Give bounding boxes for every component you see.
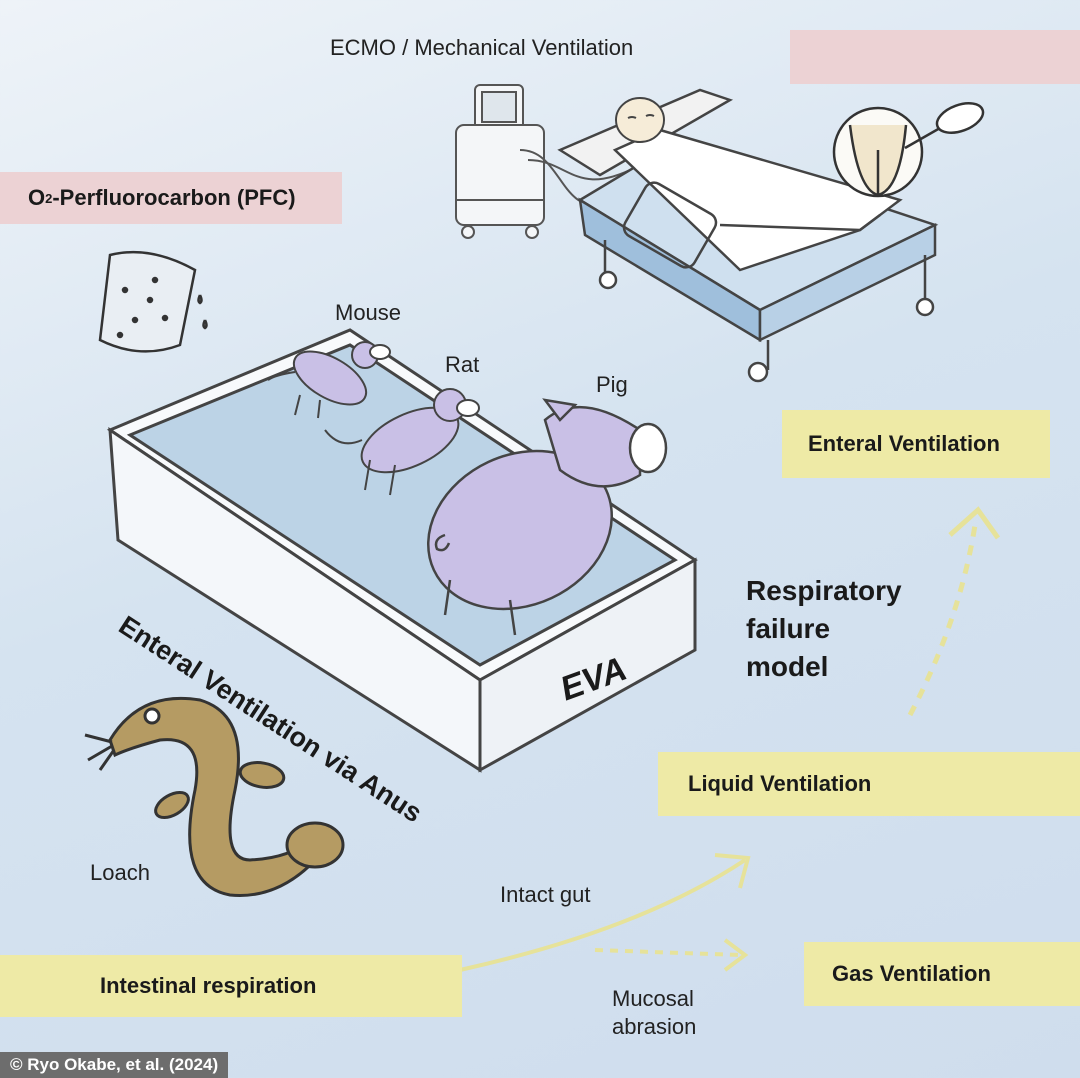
pfc-subscript: 2 (45, 190, 53, 206)
mucosal-line-2: abrasion (612, 1014, 697, 1039)
mouse-label: Mouse (335, 300, 402, 325)
redacted-label (790, 30, 1080, 84)
respiratory-failure-line-3: model (746, 651, 829, 682)
arrow-mucosal-abrasion (594, 938, 749, 972)
credit-label: © Ryo Okabe, et al. (2024) (0, 1052, 229, 1078)
rat-label: Rat (445, 352, 480, 377)
arrow-to-enteral-ventilation (907, 506, 1001, 717)
patient-icon (615, 97, 665, 143)
respiratory-failure-line-1: Respiratory (746, 575, 902, 606)
pfc-o: O (28, 185, 46, 210)
liquid-ventilation-label: Liquid Ventilation (658, 752, 1080, 816)
respiratory-failure-label: Respiratory failure model (746, 572, 902, 686)
mucosal-abrasion-label: Mucosal abrasion (612, 985, 696, 1041)
pfc-rest: -Perfluorocarbon (PFC) (52, 185, 296, 210)
intestinal-respiration-label: Intestinal respiration (0, 955, 462, 1017)
ventilator-machine-icon (455, 84, 641, 239)
enteral-ventilation-label: Enteral Ventilation (782, 410, 1050, 478)
arrow-intact-gut (459, 853, 751, 972)
ecmo-label: ECMO / Mechanical Ventilation (330, 35, 634, 60)
mucosal-line-1: Mucosal (612, 986, 694, 1011)
enema-bulb-icon (832, 102, 985, 198)
intact-gut-label: Intact gut (500, 882, 591, 907)
pig-label: Pig (596, 372, 628, 397)
pig-icon (427, 398, 668, 636)
mouse-icon (267, 341, 391, 419)
gas-ventilation-label: Gas Ventilation (804, 942, 1080, 1006)
respiratory-failure-line-2: failure (746, 613, 831, 644)
loach-label: Loach (90, 860, 150, 885)
hospital-bed-icon (557, 88, 939, 383)
rat-icon (324, 388, 480, 496)
loach-fish-icon (84, 696, 345, 897)
beaker-icon (98, 250, 208, 353)
